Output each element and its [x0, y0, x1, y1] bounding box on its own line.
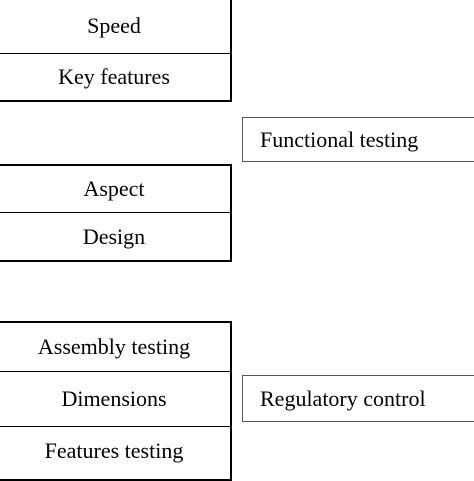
group-divider — [0, 212, 230, 213]
group-divider — [0, 53, 230, 54]
group-divider — [0, 426, 230, 427]
functional-testing-box: Functional testing — [242, 117, 474, 162]
parameter-group-2: Aspect Design — [0, 164, 232, 262]
group-item-key-features: Key features — [58, 64, 170, 89]
group-item-assembly-testing: Assembly testing — [37, 334, 191, 359]
group-item-aspect: Aspect — [83, 176, 145, 201]
group-item-features-testing: Features testing — [44, 438, 184, 463]
group-item-dimensions: Dimensions — [61, 386, 167, 411]
regulatory-control-box: Regulatory control — [242, 375, 474, 422]
group-item-speed: Speed — [87, 13, 141, 38]
group-divider — [0, 371, 230, 372]
parameter-group-3: Assembly testing Dimensions Features tes… — [0, 321, 232, 481]
group-item-design: Design — [82, 223, 146, 249]
parameter-group-1: Speed Key features — [0, 0, 232, 102]
